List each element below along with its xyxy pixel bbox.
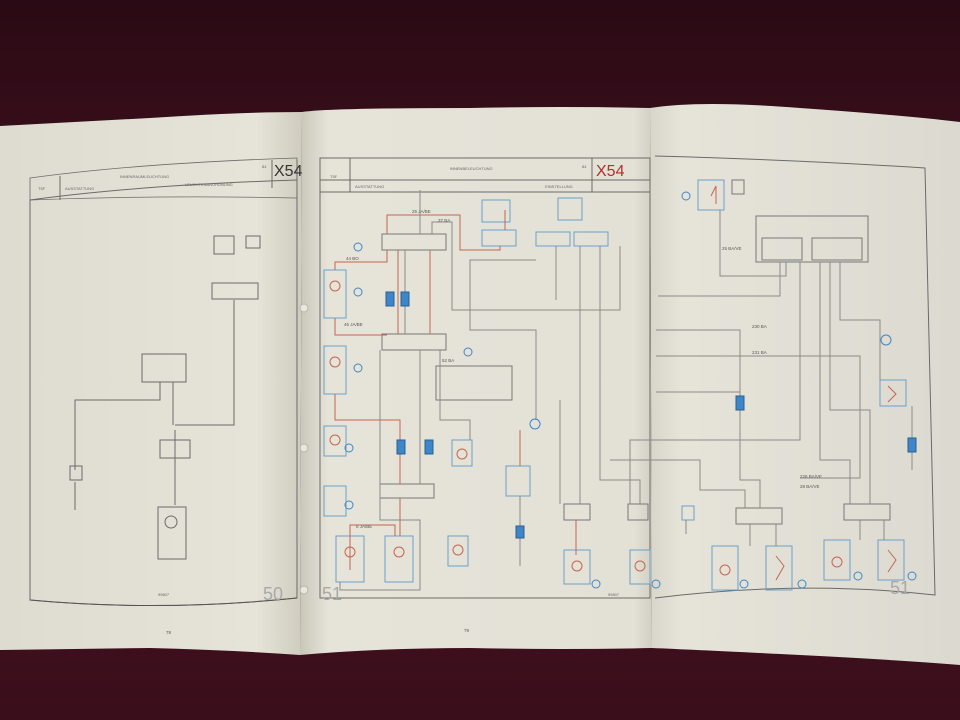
wire-label: 25 BA/VE: [722, 246, 742, 251]
wire-label: 25 JA/BE: [412, 209, 431, 214]
left-diagram-number: 50: [263, 584, 283, 604]
left-diagram: [29, 157, 298, 607]
middle-section-code: X54: [596, 163, 625, 180]
middle-header-right: EINSTELLUNG: [545, 184, 573, 189]
middle-page-number: 79: [464, 628, 470, 633]
wire-label: 226 BA/VE: [800, 474, 822, 479]
middle-footer-ref: 99807: [608, 592, 620, 597]
middle-diagram-number: 51: [322, 584, 342, 604]
wire-label: 6 JA/BE: [356, 524, 372, 529]
middle-header-title: INNENBELEUCHTUNG: [450, 166, 493, 171]
left-header-title: INNENRAUMLEUCHTUNG: [120, 174, 169, 179]
left-header-num: 84: [262, 164, 267, 169]
left-header-right: LEUCHTENANORDNUNG: [185, 182, 233, 187]
left-header-sub: AUSSTATTUNG: [65, 186, 94, 191]
wire-label: 231 BA: [752, 350, 767, 355]
left-header-code: T5F: [38, 186, 46, 191]
right-diagram: [610, 155, 936, 599]
left-section-code: X54: [274, 163, 303, 180]
middle-wire-labels: 25 JA/BE 37 BA 44 BO 46 JA/BE 52 BA 6 JA…: [344, 209, 454, 529]
wire-label: 230 BA: [752, 324, 767, 329]
right-page: [650, 104, 960, 665]
wire-label: 52 BA: [442, 358, 454, 363]
right-diagram-number: 51: [890, 578, 910, 598]
left-page: [0, 112, 302, 655]
left-footer-ref: 99807: [158, 592, 170, 597]
binder-holes: [299, 303, 309, 595]
middle-page: [300, 107, 652, 655]
wire-label: 37 BA: [438, 218, 450, 223]
middle-header-code: T5F: [330, 174, 338, 179]
right-wire-labels: 230 BA 231 BA 25 BA/VE 226 BA/VE 28 BA/V…: [722, 246, 822, 489]
middle-header-num: 84: [582, 164, 587, 169]
middle-header-sub: AUSSTATTUNG: [355, 184, 384, 189]
wire-label: 46 JA/BE: [344, 322, 363, 327]
middle-diagram: [319, 157, 661, 599]
wire-label: 44 BO: [346, 256, 359, 261]
left-page-number: 78: [166, 630, 172, 635]
wire-label: 28 BA/VE: [800, 484, 820, 489]
